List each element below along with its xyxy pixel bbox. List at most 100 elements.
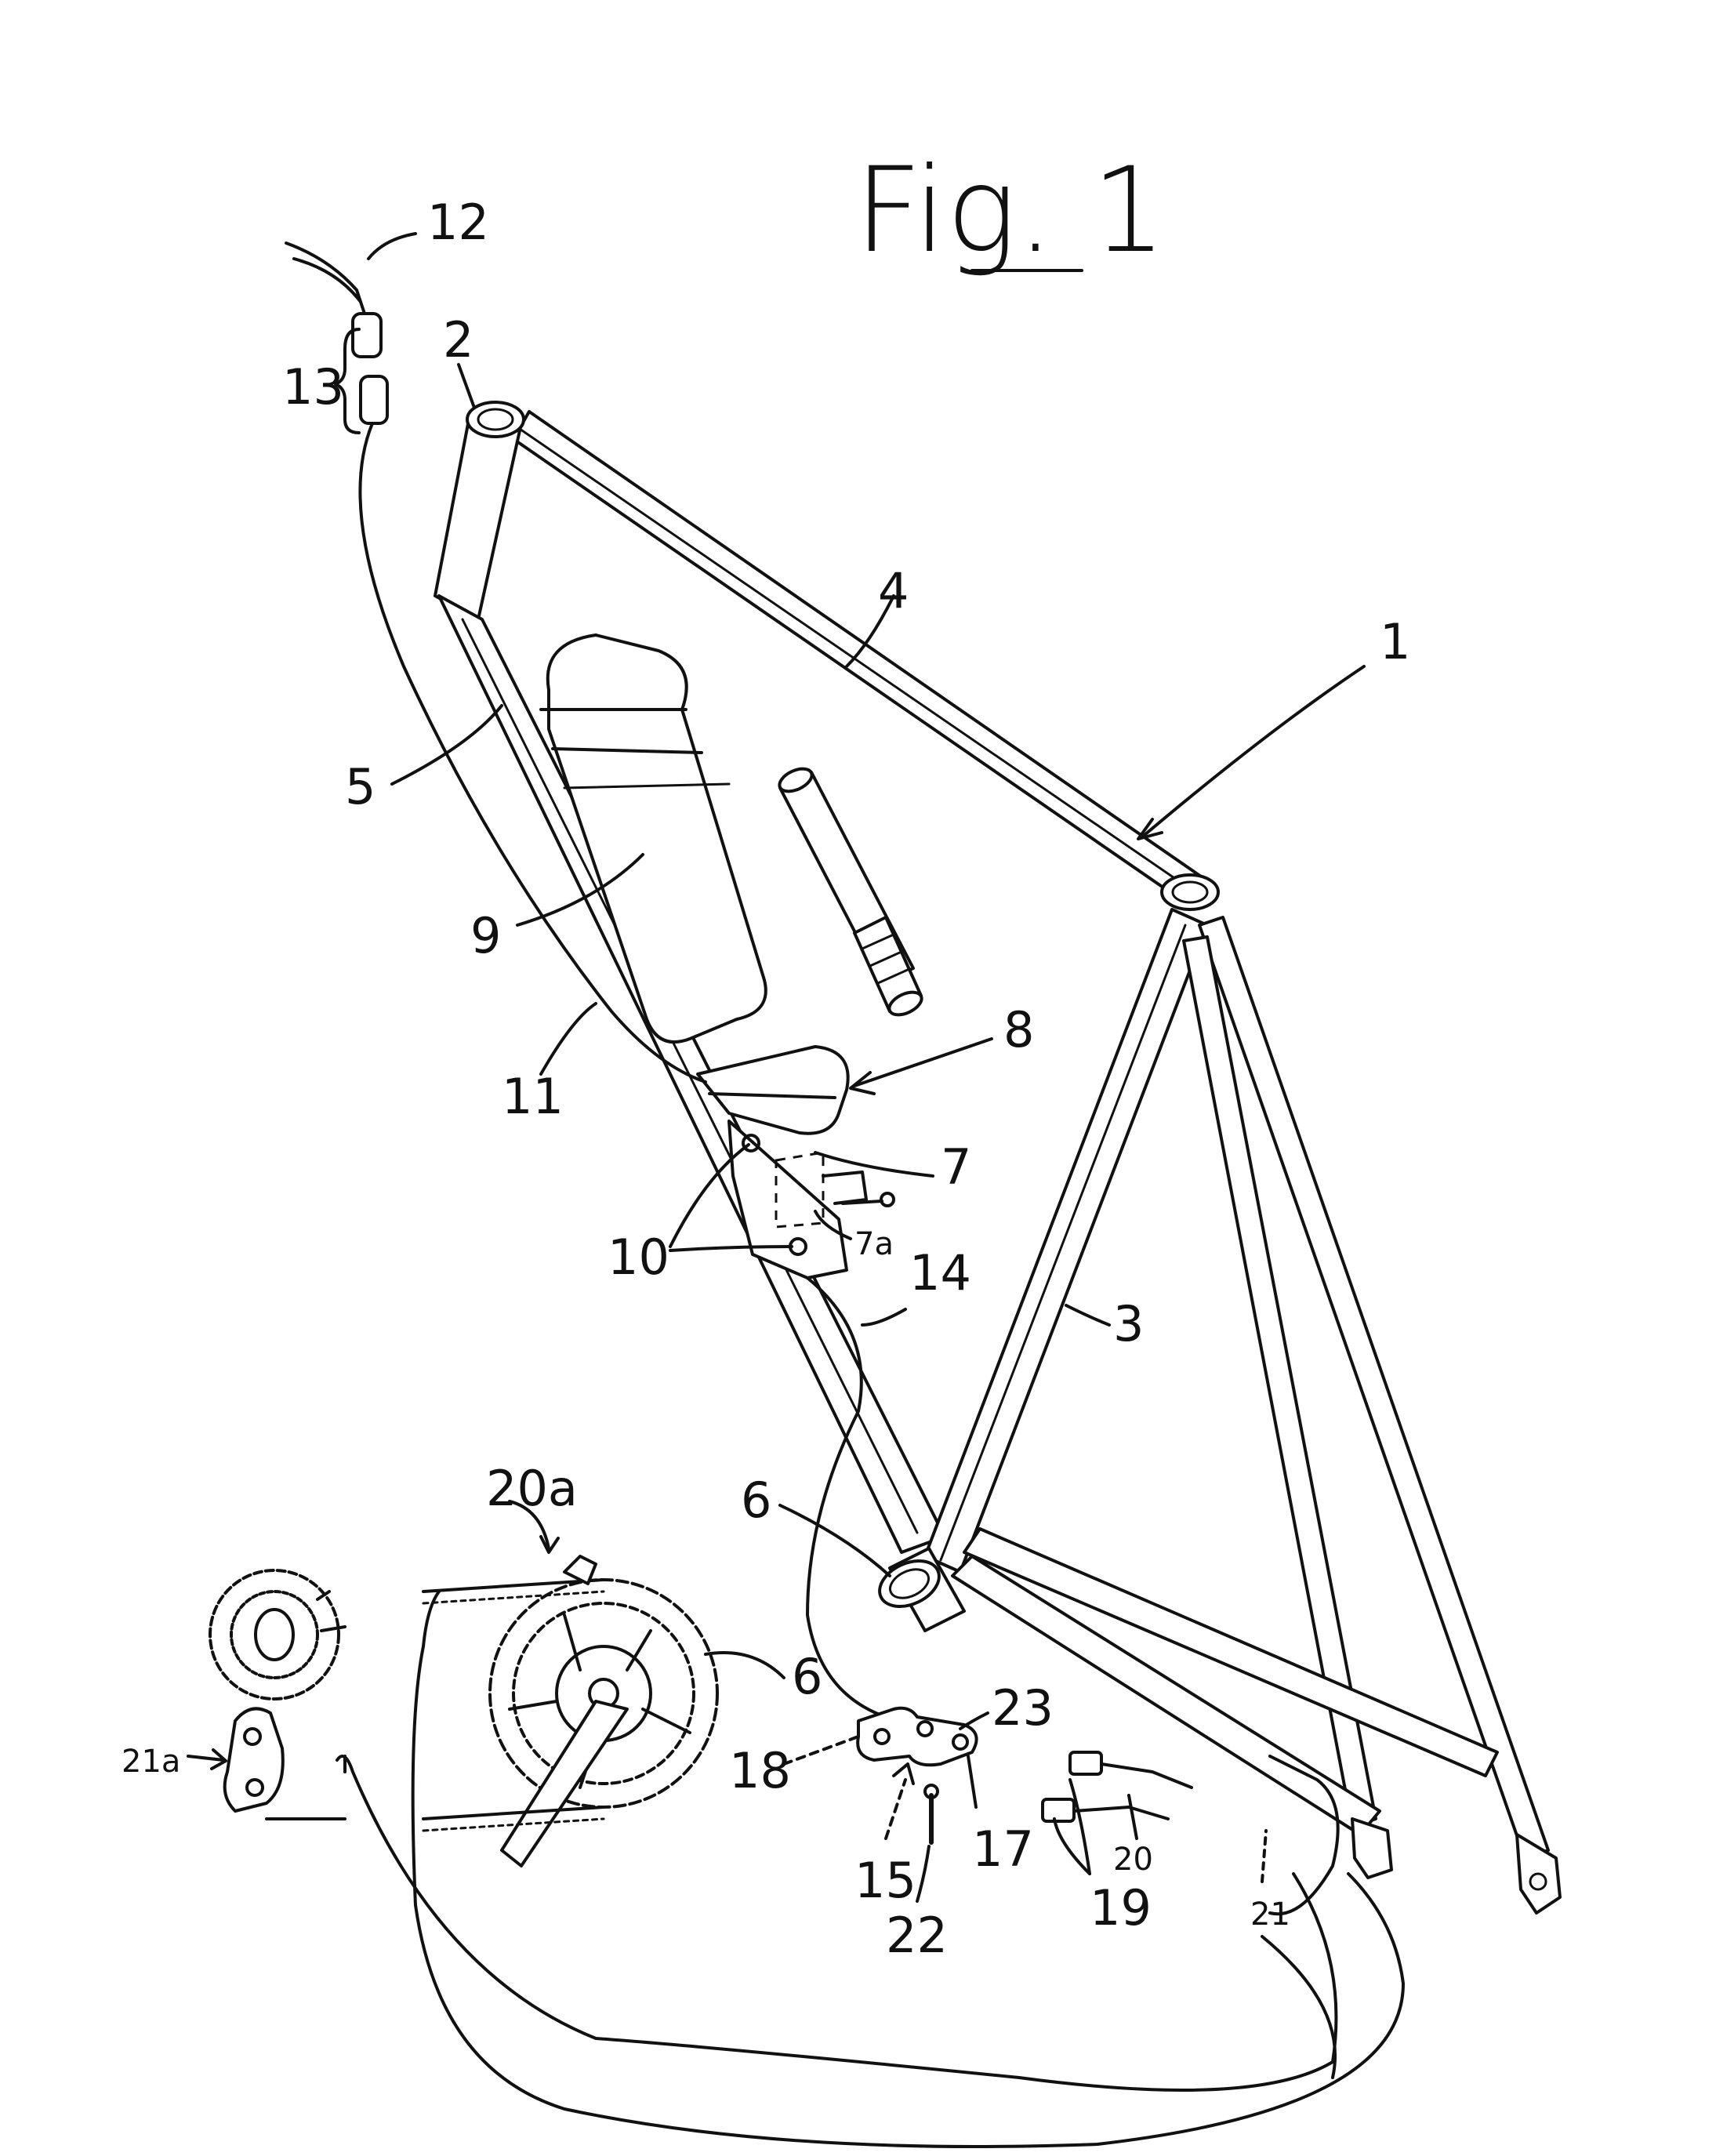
label-1: 1 xyxy=(1380,613,1410,670)
seat-tube xyxy=(923,908,1209,1573)
leader-9 xyxy=(516,853,644,927)
leader-21 xyxy=(1261,1829,1268,1883)
leader-7 xyxy=(814,1151,934,1178)
cable-14 xyxy=(806,1276,887,1719)
label-11: 11 xyxy=(502,1068,564,1125)
plug-19-a-wire xyxy=(1100,1762,1193,1789)
leader-3 xyxy=(1065,1304,1111,1327)
leader-6b xyxy=(704,1651,785,1679)
figure-title: Fig. 1 xyxy=(854,143,1166,279)
label-15: 15 xyxy=(854,1852,916,1909)
head-tube xyxy=(434,410,523,621)
leader-4 xyxy=(845,594,895,668)
bracket-pin xyxy=(841,1200,883,1205)
cable-outer-loop xyxy=(411,1590,1405,2148)
crank-arm xyxy=(500,1700,629,1867)
label-20: 20 xyxy=(1113,1842,1153,1878)
label-4: 4 xyxy=(878,562,909,619)
cylindrical-unit xyxy=(778,767,923,1017)
rear-dropout-left xyxy=(1351,1817,1393,1879)
seat-tube-top xyxy=(1160,873,1220,911)
cable-12-b xyxy=(292,257,362,303)
leader-5 xyxy=(390,704,503,786)
cassette-hub xyxy=(254,1608,295,1661)
label-13: 13 xyxy=(282,358,344,416)
bracket-screw-upper xyxy=(742,1134,760,1152)
chainring-inner xyxy=(512,1602,695,1785)
sensor-housing xyxy=(856,1706,978,1767)
leader-lines xyxy=(334,232,1366,1903)
leader-8 xyxy=(853,1037,993,1087)
head-tube-bore xyxy=(477,408,514,431)
label-3: 3 xyxy=(1113,1295,1144,1352)
leader-6a xyxy=(778,1504,891,1577)
label-10: 10 xyxy=(608,1229,669,1286)
cable-rear-loop xyxy=(1268,1755,1340,1916)
leader-23 xyxy=(959,1711,989,1730)
arrow-20a-head xyxy=(539,1535,560,1554)
cable-11 xyxy=(358,422,707,1083)
jockey-wheel-upper xyxy=(243,1727,262,1746)
leader-19-a xyxy=(1068,1778,1091,1875)
cage-lip xyxy=(708,1092,836,1099)
brace-13 xyxy=(334,328,361,434)
grip-ring-1 xyxy=(861,933,895,950)
cable-long-loop xyxy=(336,1755,1338,2092)
cassette-chain-stub xyxy=(316,1590,346,1632)
grip-ring-3 xyxy=(876,967,911,985)
label-18: 18 xyxy=(729,1742,791,1799)
leader-10-b xyxy=(669,1245,793,1252)
leader-17 xyxy=(967,1755,978,1809)
rear-derailleur xyxy=(223,1707,285,1813)
leader-7a xyxy=(814,1210,852,1240)
leader-22 xyxy=(916,1845,931,1903)
label-2: 2 xyxy=(443,311,473,368)
bracket-pin-head xyxy=(880,1192,895,1207)
bottle-shoulder-line xyxy=(551,747,703,754)
label-6-upper: 6 xyxy=(741,1472,771,1529)
label-12: 12 xyxy=(427,194,489,251)
spider-arms xyxy=(508,1613,691,1789)
leader-1-head xyxy=(1137,818,1163,840)
leader-12 xyxy=(367,232,417,260)
label-9: 9 xyxy=(470,907,501,964)
jockey-wheel-lower xyxy=(245,1778,264,1797)
label-21a: 21a xyxy=(122,1744,180,1780)
label-20a: 20a xyxy=(486,1460,578,1517)
sensor-hole-left xyxy=(873,1728,891,1745)
label-19: 19 xyxy=(1090,1879,1152,1936)
reference-labels: 1 2 3 4 5 6 6 7 7a 8 9 10 11 12 13 14 15… xyxy=(122,194,1410,1964)
leader-15-head xyxy=(892,1762,915,1785)
plug-19-b-wire xyxy=(1072,1806,1170,1820)
cable-19-lead xyxy=(1261,1935,1337,2079)
screw-22-head xyxy=(923,1784,939,1799)
cassette-mid xyxy=(230,1590,319,1679)
label-8: 8 xyxy=(1003,1001,1034,1058)
bicycle-frame xyxy=(434,401,1562,1915)
label-21: 21 xyxy=(1250,1896,1290,1933)
label-7a: 7a xyxy=(854,1226,894,1262)
seat-tube-bore xyxy=(1171,880,1209,904)
bb-sensor-parts xyxy=(856,1706,1193,1845)
leader-14 xyxy=(861,1308,907,1327)
connector-top xyxy=(351,312,383,358)
bottom-bracket-bore xyxy=(888,1568,931,1599)
dropout-eyelet xyxy=(1529,1872,1547,1891)
bracket-tab xyxy=(822,1171,868,1205)
chain-stay-lower xyxy=(951,1555,1381,1836)
label-17: 17 xyxy=(972,1820,1034,1878)
chain-stay-upper xyxy=(963,1527,1499,1777)
rear-group xyxy=(187,1569,346,1820)
leader-1 xyxy=(1143,665,1366,837)
arrow-20a xyxy=(508,1500,550,1550)
leader-8-head xyxy=(849,1071,876,1095)
seat-stay-right xyxy=(1198,916,1550,1860)
crankset xyxy=(422,1500,719,1867)
label-6-lower: 6 xyxy=(792,1648,822,1705)
arrow-21a xyxy=(187,1755,225,1762)
plug-19-b xyxy=(1041,1798,1076,1823)
head-tube-top xyxy=(466,401,525,438)
sensor-hole-right xyxy=(952,1733,969,1751)
leader-18 xyxy=(782,1735,860,1766)
